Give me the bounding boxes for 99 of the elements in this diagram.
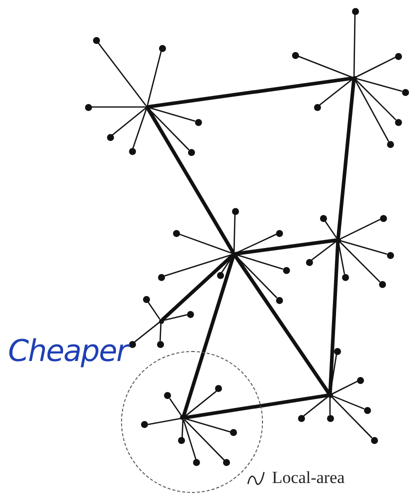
end-node-dot [84, 104, 92, 110]
end-node-dot [326, 414, 334, 422]
handwritten-note: Cheaper [8, 334, 128, 369]
link-line [182, 420, 184, 438]
end-node-dot [378, 280, 386, 288]
trunk-line [148, 76, 354, 108]
hub-point [180, 415, 185, 420]
hub-point [232, 252, 236, 256]
end-node-dot [352, 8, 358, 14]
link-line [90, 106, 146, 108]
trunk-line [234, 254, 330, 395]
link-line [134, 322, 160, 342]
hub-point [144, 104, 150, 110]
link-line [356, 78, 402, 92]
end-node-dot [142, 296, 150, 302]
end-node-dot [386, 140, 394, 148]
end-node-dot [394, 118, 402, 126]
area-label: Local-area [272, 468, 345, 488]
end-node-dot [193, 459, 200, 466]
end-node-dot [276, 296, 282, 304]
end-node-dot [92, 36, 100, 44]
end-node-dot [106, 134, 114, 140]
link-line [112, 108, 146, 136]
end-node-dot [156, 340, 164, 348]
link-line [184, 418, 232, 433]
link-line [332, 395, 364, 410]
hub-point [328, 392, 332, 398]
trunk-line [161, 254, 234, 322]
link-line [354, 80, 389, 142]
hub-point [158, 318, 164, 324]
end-node-dot [402, 88, 408, 96]
end-node-dot [342, 274, 348, 280]
end-node-dot [370, 436, 378, 444]
link-line [160, 322, 162, 342]
link-line [298, 56, 352, 78]
end-node-dot [223, 459, 230, 466]
link-line [148, 418, 182, 426]
end-node-dot [172, 230, 180, 236]
end-node-dot [380, 214, 386, 222]
link-line [340, 218, 380, 240]
link-line [339, 241, 380, 282]
link-line [331, 396, 372, 438]
end-node-dot [356, 376, 364, 384]
trunk-line [184, 394, 330, 420]
link-line [332, 380, 358, 395]
end-node-dot [282, 266, 290, 274]
end-node-dot [292, 52, 298, 58]
link-line [311, 240, 337, 261]
link-line [353, 14, 356, 76]
link-line [340, 240, 388, 255]
link-line [148, 107, 196, 122]
hub-point [352, 76, 356, 80]
end-node-dot [276, 230, 282, 236]
link-line [236, 254, 284, 270]
end-node-dot [364, 406, 370, 414]
trunk-line [328, 240, 340, 394]
link-line [164, 254, 232, 277]
link-line [183, 420, 197, 460]
link-line [178, 234, 232, 254]
link-line [356, 56, 396, 78]
end-node-dot [298, 414, 304, 422]
link-line [132, 108, 147, 148]
end-node-dot [394, 52, 402, 60]
end-node-dot [158, 274, 164, 280]
end-node-dot [386, 252, 394, 258]
end-node-dot [164, 392, 171, 399]
end-node-dot [230, 429, 237, 436]
link-line [236, 234, 276, 254]
end-node-dot [215, 385, 222, 392]
end-node-dot [314, 104, 320, 110]
end-node-dot [306, 258, 312, 266]
end-node-dot [232, 208, 238, 214]
end-node-dot [141, 421, 148, 428]
link-line [303, 396, 329, 416]
link-line [147, 301, 160, 320]
link-line [329, 396, 331, 416]
end-node-dot [188, 148, 194, 156]
end-node-dot [194, 118, 202, 126]
end-node-dot [216, 272, 224, 278]
link-line [355, 79, 396, 120]
end-node-dot [158, 44, 166, 52]
link-line [233, 214, 236, 252]
link-line [169, 398, 182, 417]
link-line [324, 220, 338, 239]
end-node-dot [178, 437, 185, 444]
link-line [319, 78, 353, 106]
trunk-line [234, 238, 338, 256]
trunk-line [182, 254, 236, 418]
trunk-line [146, 107, 235, 254]
end-node-dot [128, 340, 136, 348]
link-line [146, 50, 162, 106]
link-line [162, 314, 188, 322]
link-line [184, 419, 226, 462]
trunk-line [336, 78, 356, 240]
end-node-dot [186, 310, 194, 318]
end-node-dot [128, 148, 136, 154]
link-line [184, 390, 217, 418]
link-line [97, 42, 146, 106]
end-node-dot [320, 214, 326, 222]
